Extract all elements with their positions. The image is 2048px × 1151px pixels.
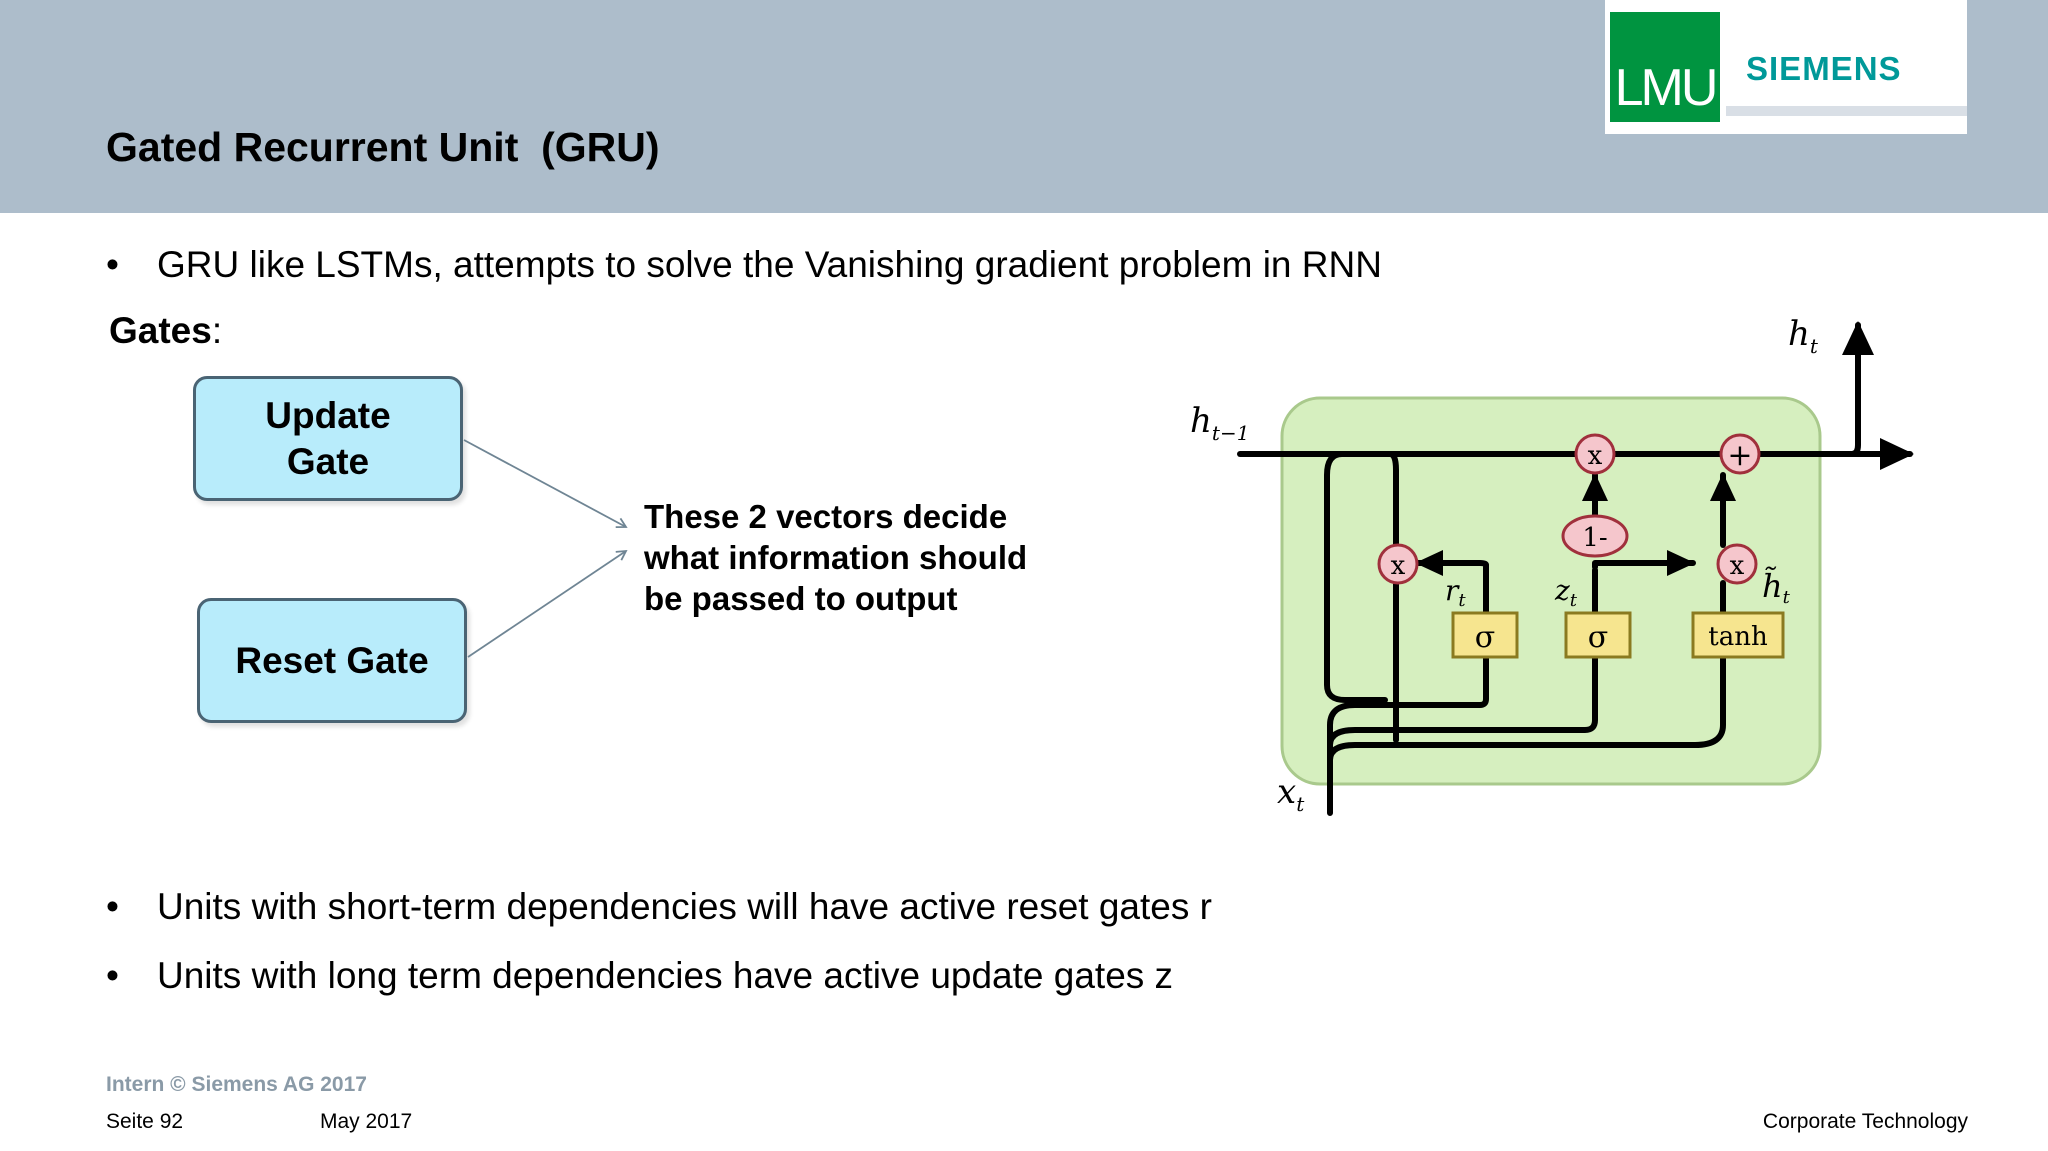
bullet-marker: • bbox=[106, 244, 119, 285]
input-to-update-gate bbox=[1327, 654, 1598, 748]
gates-heading: Gates: bbox=[109, 310, 222, 352]
gru-cell-background bbox=[1280, 396, 1822, 786]
label-r-t: rt bbox=[1445, 574, 1466, 611]
bullet-text: GRU like LSTMs, attempts to solve the Va… bbox=[157, 244, 1382, 285]
bullet-text: Units with long term dependencies have a… bbox=[157, 955, 1174, 996]
op-multiply-top-symbol: x bbox=[1588, 441, 1603, 471]
gates-label: Gates bbox=[109, 310, 212, 351]
update-gate-to-multiply bbox=[1592, 550, 1696, 576]
logo-divider bbox=[1726, 106, 1967, 116]
bullet-reset-gates: • Units with short-term dependencies will… bbox=[106, 886, 1212, 928]
label-z-t: zt bbox=[1554, 574, 1578, 611]
footer-date: May 2017 bbox=[320, 1110, 413, 1133]
reset-sigma-symbol: σ bbox=[1475, 620, 1495, 655]
reset-gate-label: Reset Gate bbox=[235, 639, 429, 681]
op-multiply-reset-symbol: x bbox=[1391, 551, 1406, 581]
bullet-marker: • bbox=[106, 955, 119, 996]
input-to-tanh bbox=[1327, 654, 1726, 763]
gates-explanation: These 2 vectors decide what information … bbox=[644, 498, 1028, 617]
siemens-logo: SIEMENS bbox=[1746, 50, 1902, 87]
lmu-logo: LMU bbox=[1610, 12, 1720, 122]
update-sigma-symbol: σ bbox=[1588, 620, 1608, 655]
bullet-text: Units with short-term dependencies will … bbox=[157, 886, 1212, 927]
op-one-minus: 1- bbox=[1561, 514, 1629, 558]
op-multiply-top: x bbox=[1574, 433, 1616, 475]
update-gate-layer: σ bbox=[1564, 611, 1632, 659]
output-line bbox=[1842, 321, 1874, 457]
op-multiply-candidate-symbol: x bbox=[1730, 551, 1745, 581]
op-plus-symbol: + bbox=[1727, 438, 1752, 473]
bullet-update-gates: • Units with long term dependencies have … bbox=[106, 955, 1173, 997]
label-h-t: ht bbox=[1788, 314, 1819, 358]
reset-gate-layer: σ bbox=[1451, 611, 1519, 659]
label-h-prev: ht−1 bbox=[1190, 401, 1249, 445]
bullet-gru-intro: • GRU like LSTMs, attempts to solve the V… bbox=[106, 244, 1382, 286]
footer-page-number: Seite 92 bbox=[106, 1110, 184, 1133]
footer-department: Corporate Technology bbox=[1762, 1110, 1968, 1133]
op-one-minus-symbol: 1- bbox=[1582, 523, 1607, 553]
update-gate-line1: Update bbox=[265, 394, 391, 436]
gru-cell-diagram: x x + x 1- σ σ tanh ht−1 ht xt rt zt h̃t bbox=[1190, 314, 1914, 816]
tanh-symbol: tanh bbox=[1708, 622, 1768, 652]
op-plus: + bbox=[1719, 433, 1761, 475]
tanh-layer: tanh bbox=[1691, 611, 1785, 659]
reset-gate-output bbox=[1414, 550, 1489, 628]
branch-left bbox=[1324, 451, 1388, 703]
update-gate-line2: Gate bbox=[286, 440, 370, 482]
input-to-reset-gate bbox=[1327, 654, 1489, 816]
reset-gate-arrow bbox=[467, 549, 628, 658]
op-multiply-candidate: x bbox=[1716, 543, 1758, 585]
update-gate-arrow bbox=[463, 439, 628, 529]
op-multiply-reset: x bbox=[1377, 543, 1419, 585]
gates-colon: : bbox=[211, 310, 223, 351]
update-gate-box: Update Gate bbox=[193, 376, 463, 501]
label-h-tilde: h̃t bbox=[1762, 567, 1791, 608]
branch-reset-multiply bbox=[1387, 451, 1399, 548]
label-x-t: xt bbox=[1277, 772, 1305, 816]
bullet-marker: • bbox=[106, 886, 119, 927]
footer-copyright: Intern © Siemens AG 2017 bbox=[106, 1073, 367, 1096]
slide-title: Gated Recurrent Unit (GRU) bbox=[106, 124, 660, 170]
reset-gate-box: Reset Gate bbox=[197, 598, 467, 723]
